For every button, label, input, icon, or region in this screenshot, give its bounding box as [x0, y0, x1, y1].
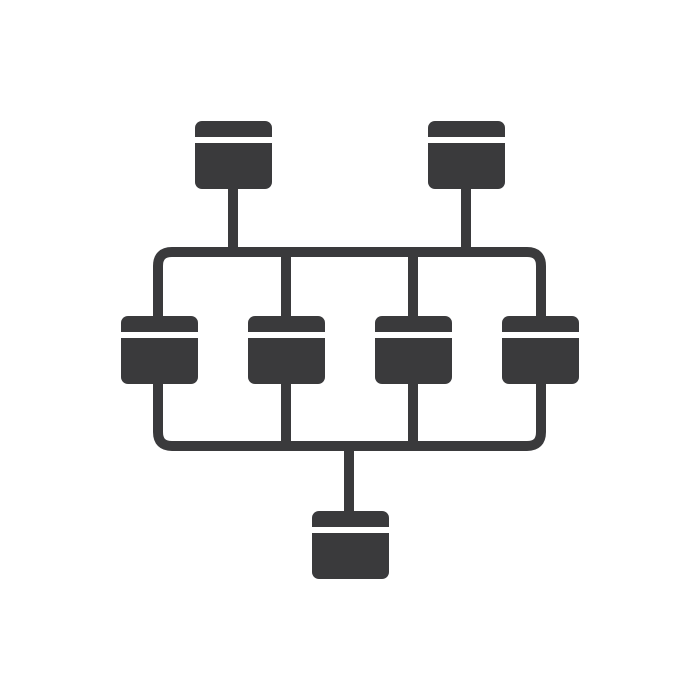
node-box — [428, 121, 505, 189]
upper-bus — [153, 247, 546, 318]
node-header-divider — [121, 332, 198, 338]
connector-lines — [153, 186, 546, 514]
node-middle-4 — [502, 316, 579, 384]
node-header-divider — [502, 332, 579, 338]
node-box — [502, 316, 579, 384]
node-box — [248, 316, 325, 384]
node-top-left — [195, 121, 272, 189]
node-header-divider — [248, 332, 325, 338]
node-bottom — [312, 511, 389, 579]
node-middle-1 — [121, 316, 198, 384]
node-header-divider — [195, 137, 272, 143]
node-box — [312, 511, 389, 579]
node-top-right — [428, 121, 505, 189]
lower-bus — [153, 382, 546, 451]
node-boxes — [121, 121, 579, 579]
node-middle-3 — [375, 316, 452, 384]
node-header-divider — [375, 332, 452, 338]
node-box — [195, 121, 272, 189]
node-box — [375, 316, 452, 384]
node-header-divider — [312, 527, 389, 533]
node-box — [121, 316, 198, 384]
node-header-divider — [428, 137, 505, 143]
node-middle-2 — [248, 316, 325, 384]
